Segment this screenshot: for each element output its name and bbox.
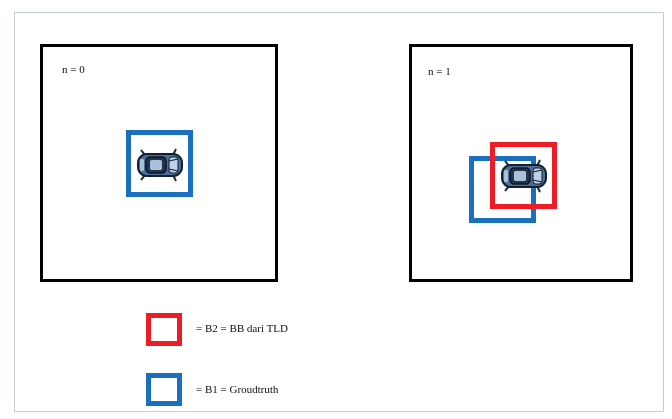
frame-n1-label: n = 1 bbox=[428, 66, 451, 78]
car-top-view-icon bbox=[501, 159, 547, 193]
groundtruth-box-frame-n0 bbox=[126, 130, 193, 197]
diagram-border bbox=[14, 12, 664, 412]
legend-groundtruth-swatch bbox=[146, 373, 182, 406]
legend-tld-label: = B2 = BB dari TLD bbox=[196, 323, 288, 335]
frame-n0-label: n = 0 bbox=[62, 64, 85, 76]
legend-groundtruth-label: = B1 = Groudtruth bbox=[196, 384, 279, 396]
groundtruth-box-frame-n1 bbox=[469, 156, 536, 223]
car-top-view-icon bbox=[137, 148, 183, 182]
legend-tld-swatch bbox=[146, 313, 182, 346]
frame-n0: n = 0 bbox=[40, 44, 278, 282]
frame-n1: n = 1 bbox=[409, 44, 633, 282]
tld-box-frame-n1 bbox=[490, 142, 557, 209]
